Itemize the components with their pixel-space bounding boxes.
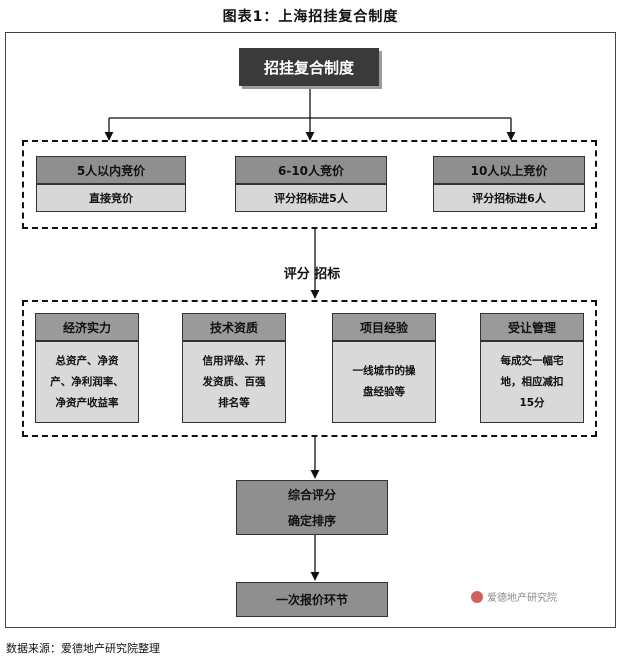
criteria-head-economic: 经济实力 (35, 313, 139, 341)
scoring-label: 评分 招标 (283, 267, 341, 282)
criteria-line: 净资产收益率 (55, 396, 119, 409)
tier-head-10plus: 10人以上竞价 (433, 156, 585, 184)
diagram-frame (5, 32, 616, 628)
criteria-group (22, 300, 597, 437)
criteria-line: 15分 (519, 396, 545, 409)
criteria-line: 产、净利润率、 (50, 375, 124, 388)
tier-body-6-10: 评分招标进5人 (235, 184, 387, 212)
criteria-body-economic: 总资产、净资 产、净利润率、 净资产收益率 (35, 341, 139, 423)
tier-body-5: 直接竞价 (36, 184, 186, 212)
tier-head-5: 5人以内竞价 (36, 156, 186, 184)
criteria-line: 总资产、净资 (55, 354, 119, 367)
criteria-body-experience: 一线城市的操 盘经验等 (332, 341, 436, 423)
final-quote-box: 一次报价环节 (236, 582, 388, 617)
criteria-line: 每成交一幅宅 (500, 354, 564, 367)
criteria-line: 一线城市的操 (352, 365, 416, 377)
watermark-logo-icon (471, 590, 483, 603)
evaluation-box: 综合评分 确定排序 (236, 480, 388, 535)
criteria-body-technical: 信用评级、开 发资质、百强 排名等 (182, 341, 286, 423)
criteria-line: 发资质、百强 (202, 375, 266, 388)
bidder-count-group (22, 140, 597, 229)
system-title-box: 招挂复合制度 (239, 48, 379, 86)
evaluation-line: 综合评分 (287, 487, 336, 502)
source-note: 数据来源：爱德地产研究院整理 (6, 642, 160, 655)
criteria-line: 盘经验等 (363, 386, 405, 398)
watermark: 爱德地产研究院 (471, 589, 557, 604)
criteria-body-management: 每成交一幅宅 地，相应减扣 15分 (480, 341, 584, 423)
criteria-head-management: 受让管理 (480, 313, 584, 341)
figure-title: 图表1：上海招挂复合制度 (222, 9, 399, 25)
criteria-line: 信用评级、开 (202, 354, 266, 367)
criteria-line: 排名等 (218, 396, 250, 409)
criteria-line: 地，相应减扣 (500, 375, 564, 388)
tier-head-6-10: 6-10人竞价 (235, 156, 387, 184)
criteria-head-experience: 项目经验 (332, 313, 436, 341)
watermark-text: 爱德地产研究院 (487, 593, 557, 604)
evaluation-line: 确定排序 (287, 513, 336, 528)
tier-body-10plus: 评分招标进6人 (433, 184, 585, 212)
criteria-head-technical: 技术资质 (182, 313, 286, 341)
